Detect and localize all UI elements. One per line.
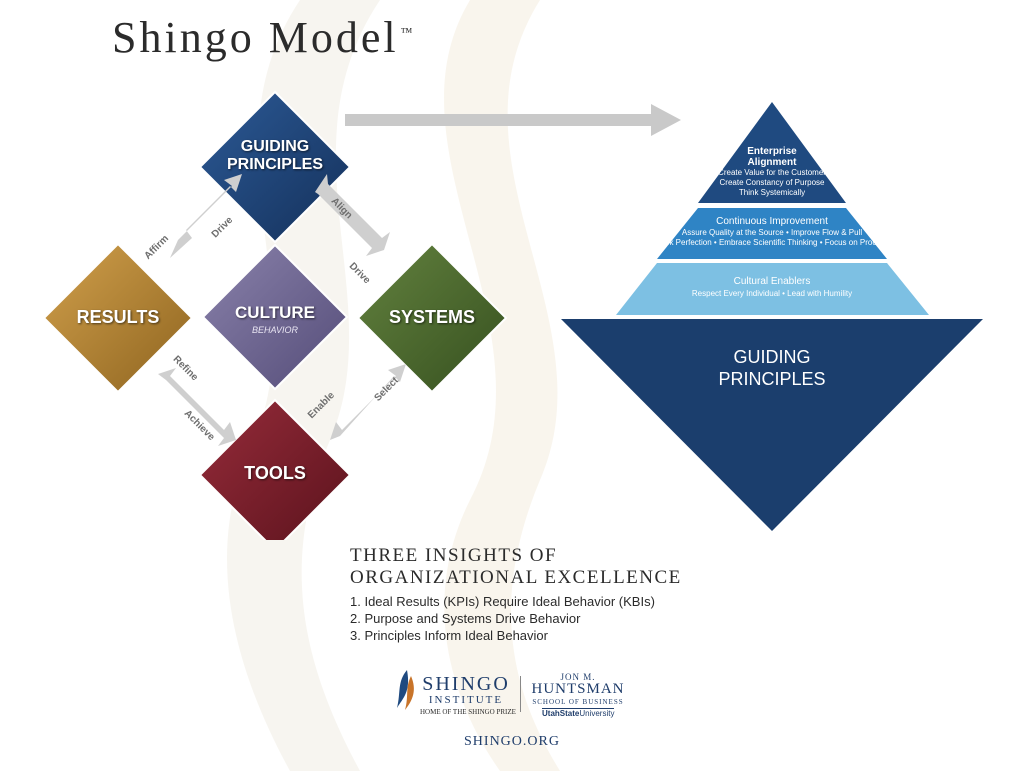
guiding-principles-diamond (198, 90, 352, 244)
pyramid-guiding-section (561, 319, 983, 531)
cultural-line-1: Respect Every Individual • Lead with Hum… (691, 289, 853, 298)
insight-item: 1. Ideal Results (KPIs) Require Ideal Be… (350, 593, 655, 609)
shingo-institute-logo: SHINGO INSTITUTE HOME OF THE SHINGO PRIZ… (420, 673, 516, 717)
enterprise-line-1: Create Value for the Customer (718, 168, 826, 177)
right-arrow-icon (345, 104, 681, 136)
enterprise-line-2: Create Constancy of Purpose (719, 178, 825, 187)
systems-diamond (356, 242, 508, 394)
utah-state-text: UtahStateUniversity (542, 708, 614, 719)
continuous-line-2: Seek Perfection • Embrace Scientific Thi… (655, 238, 889, 247)
align-drive-arrow (315, 174, 390, 256)
shingo-model-diagram (42, 90, 508, 540)
trademark-symbol: ™ (400, 25, 416, 40)
culture-label: CULTURE (235, 303, 315, 322)
insights-list: 1. Ideal Results (KPIs) Require Ideal Be… (350, 593, 682, 644)
pyramid-continuous-section (657, 208, 887, 259)
pyramid-cultural-section (616, 263, 929, 315)
institute-logo-text: INSTITUTE (428, 694, 504, 706)
culture-diamond (201, 243, 349, 391)
insights-heading-1: Three Insights of (350, 545, 558, 566)
enterprise-title: Enterprise Alignment (747, 146, 797, 168)
insights-heading-2: Organizational Excellence (350, 566, 682, 588)
insight-item: 3. Principles Inform Ideal Behavior (350, 627, 548, 643)
continuous-improvement-block: Continuous Improvement Assure Quality at… (622, 216, 922, 248)
logo-divider (520, 676, 521, 712)
huntsman-text: HUNTSMAN (531, 681, 625, 697)
refine-achieve-arrow (158, 368, 236, 446)
shingo-logo-text: SHINGO (422, 673, 510, 695)
huntsman-logo: Jon M. HUNTSMAN SCHOOL OF BUSINESS UtahS… (528, 672, 628, 719)
continuous-title: Continuous Improvement (716, 216, 828, 227)
school-of-business-text: SCHOOL OF BUSINESS (532, 698, 624, 706)
results-diamond (42, 242, 194, 394)
results-label: RESULTS (76, 307, 160, 327)
continuous-line-1: Assure Quality at the Source • Improve F… (681, 228, 863, 237)
guiding-principles-label: GUIDING PRINCIPLES (226, 138, 323, 174)
cultural-enablers-block: Cultural Enablers Respect Every Individu… (622, 276, 922, 299)
university-text: University (579, 709, 615, 718)
tools-label: TOOLS (244, 463, 306, 483)
pyramid-guiding-label: GUIDING PRINCIPLES (718, 347, 826, 389)
behavior-label: BEHAVIOR (251, 325, 298, 335)
enterprise-line-3: Think Systemically (738, 188, 806, 197)
shingo-prize-text: HOME OF THE SHINGO PRIZE (420, 708, 516, 716)
enterprise-alignment-block: Enterprise Alignment Create Value for th… (672, 146, 872, 198)
principles-pyramid (561, 102, 983, 531)
enable-select-arrow (330, 364, 406, 440)
pyramid-enterprise-section (698, 102, 846, 203)
utah-state-bold: UtahState (542, 709, 580, 718)
insights-section: Three Insights of Organizational Excelle… (350, 545, 682, 644)
title-text: Shingo Model (112, 13, 399, 62)
affirm-drive-arrow (170, 174, 242, 258)
cultural-title: Cultural Enablers (733, 276, 811, 287)
insight-item: 2. Purpose and Systems Drive Behavior (350, 610, 581, 626)
systems-label: SYSTEMS (388, 307, 476, 327)
tools-diamond (198, 398, 352, 540)
jon-m-text: Jon M. (560, 672, 596, 682)
shingo-flame-icon (397, 670, 414, 710)
website-link[interactable]: SHINGO.ORG (464, 734, 560, 749)
